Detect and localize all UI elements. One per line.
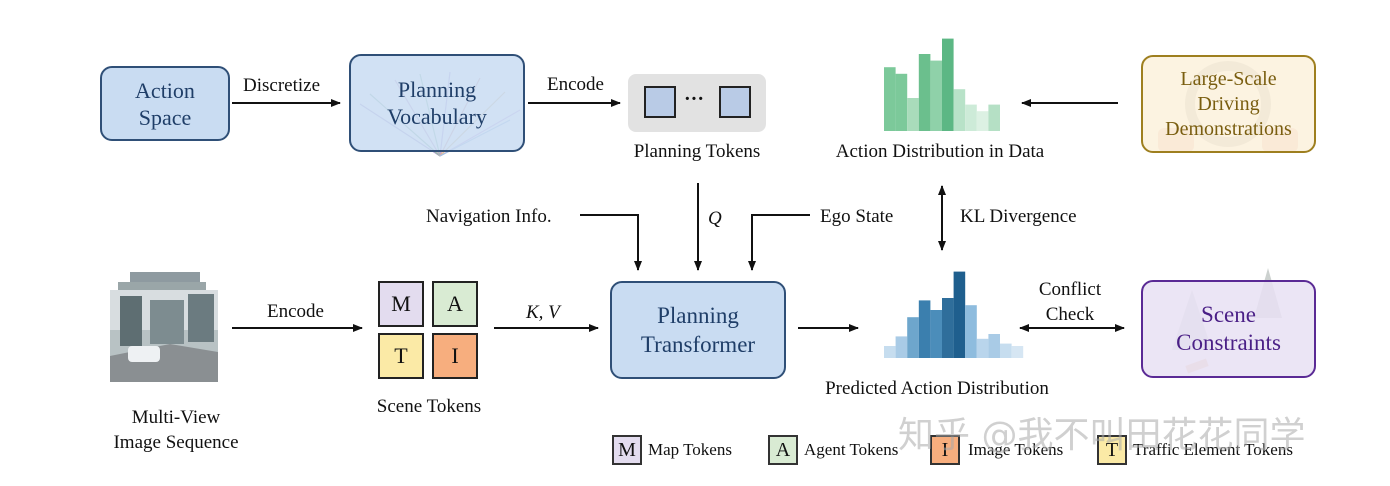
data-distribution-bar [988, 104, 1000, 131]
action-space-box: Action Space [100, 66, 230, 141]
data-distribution-bar [895, 73, 908, 131]
encode-top-label: Encode [547, 74, 604, 95]
legend-image-token: I [930, 435, 960, 465]
planning-tokens-label: Planning Tokens [633, 141, 761, 162]
predicted-distribution-bar [907, 317, 919, 358]
predicted-distribution-bar [976, 338, 989, 358]
data-distribution-bar [953, 89, 966, 131]
predicted-distribution-bar [1011, 346, 1024, 358]
data-distribution-bar [918, 54, 931, 131]
legend-map-label: Map Tokens [648, 440, 732, 459]
large-scale-demonstrations-box: Large-Scale Driving Demonstrations [1141, 55, 1316, 153]
conflict-check-label: Conflict Check [1038, 279, 1102, 325]
planning-token-left [644, 86, 676, 118]
discretize-label: Discretize [243, 75, 321, 96]
q-label: Q [708, 208, 722, 229]
predicted-distribution-bar [953, 271, 966, 358]
predicted-distribution-bar [988, 334, 1000, 358]
large-scale-demonstrations-label: Large-Scale Driving Demonstrations [1165, 67, 1292, 140]
ego-state-label: Ego State [820, 206, 894, 227]
planning-vocabulary-label: Planning Vocabulary [387, 77, 487, 129]
scene-tokens-label: Scene Tokens [376, 396, 482, 417]
watermark: 知乎 @我不叫田花花同学 [898, 415, 1306, 456]
scene-token-traffic: T [378, 333, 424, 379]
legend-traffic-token: T [1097, 435, 1127, 465]
action-distribution-label: Action Distribution in Data [835, 141, 1045, 162]
planning-transformer-box: Planning Transformer [610, 281, 786, 379]
predicted-distribution-bar [1000, 343, 1012, 358]
predicted-distribution-label: Predicted Action Distribution [825, 378, 1049, 399]
scene-token-image: I [432, 333, 478, 379]
encode-bottom-label: Encode [267, 301, 324, 322]
legend-traffic-label: Traffic Element Tokens [1133, 440, 1293, 459]
arrow-navigation [580, 214, 642, 271]
arrow-ego-state [748, 214, 810, 271]
predicted-distribution-bar [942, 298, 954, 358]
multi-view-label: Multi-View Image Sequence [113, 407, 239, 453]
kl-divergence-label: KL Divergence [960, 206, 1077, 227]
data-distribution-bar [976, 111, 989, 131]
scene-token-map: M [378, 281, 424, 327]
data-distribution-bar [884, 67, 896, 131]
kv-label: K, V [526, 302, 560, 323]
legend-agent-label: Agent Tokens [804, 440, 899, 459]
predicted-distribution-bar [884, 346, 896, 358]
planning-vocabulary-box: Planning Vocabulary [349, 54, 525, 152]
predicted-distribution-bar [918, 300, 931, 358]
data-distribution-bar [942, 38, 954, 131]
navigation-info-label: Navigation Info. [426, 206, 552, 227]
predicted-distribution-bar [895, 336, 908, 358]
predicted-distribution-bar [965, 305, 977, 358]
legend-map-token: M [612, 435, 642, 465]
action-distribution-histogram [884, 38, 1000, 131]
predicted-distribution-histogram [884, 271, 1024, 358]
legend-agent-token: A [768, 435, 798, 465]
data-distribution-bar [965, 104, 977, 131]
planning-token-right [719, 86, 751, 118]
planning-transformer-label: Planning Transformer [640, 303, 756, 357]
multi-view-images [110, 272, 218, 382]
action-space-label: Action Space [135, 77, 195, 130]
predicted-distribution-bar [930, 310, 942, 358]
data-distribution-bar [930, 60, 942, 131]
legend-image-label: Image Tokens [968, 440, 1064, 459]
scene-token-agent: A [432, 281, 478, 327]
planning-tokens-ellipsis: ··· [684, 88, 705, 110]
scene-constraints-box: Scene Constraints [1141, 280, 1316, 378]
data-distribution-bar [907, 98, 919, 131]
scene-constraints-label: Scene Constraints [1176, 302, 1281, 355]
